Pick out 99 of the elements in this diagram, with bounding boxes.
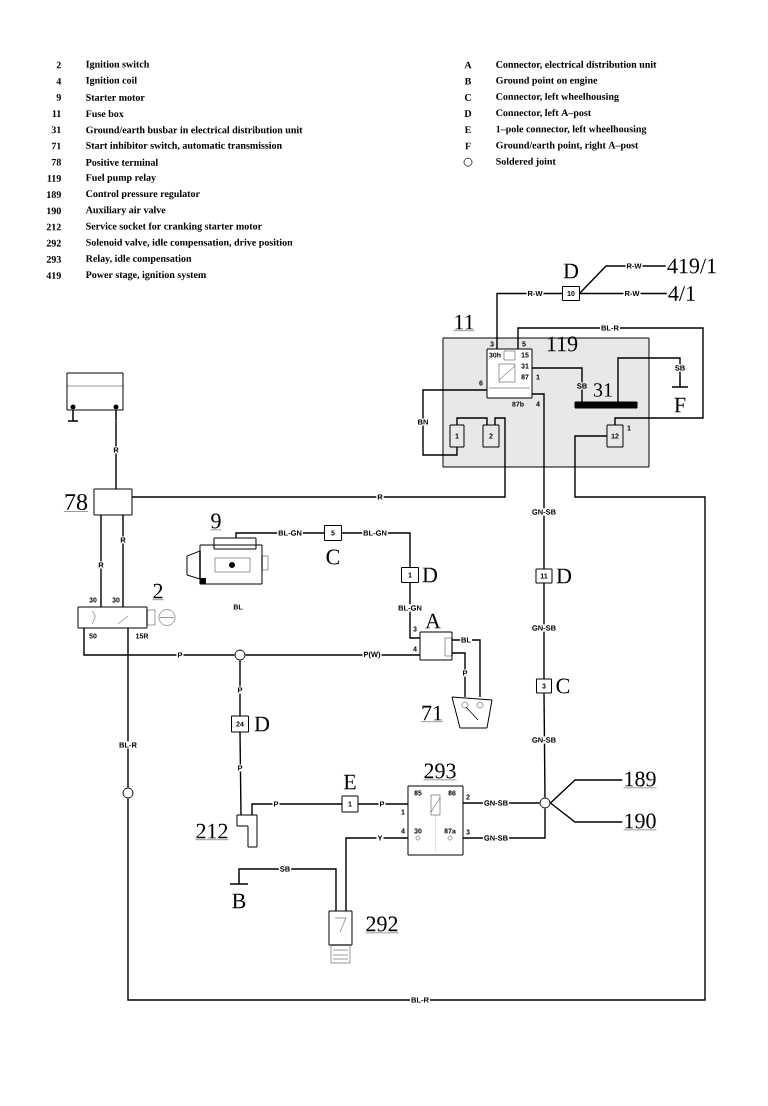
key-text: Control pressure regulator — [86, 190, 200, 200]
key-text: 1–pole connector, left wheelhousing — [496, 125, 647, 135]
component-label: 212 — [195, 823, 229, 840]
soldered-joint — [122, 787, 134, 799]
component-label: B — [232, 893, 246, 909]
key-number: 419 — [46, 272, 61, 279]
wire — [244, 654, 421, 656]
key-text: Ignition switch — [86, 60, 150, 70]
key-text: Ignition coil — [86, 76, 137, 86]
key-text: Solenoid valve, idle compensation, drive position — [86, 238, 293, 248]
wire — [345, 837, 409, 912]
key-text: Relay, idle compensation — [85, 254, 192, 264]
wire — [251, 803, 343, 816]
wire — [238, 868, 337, 912]
component-label: 2 — [152, 583, 164, 600]
key-number: 11 — [52, 110, 61, 117]
wire — [578, 265, 667, 295]
key-letter: C — [464, 94, 471, 101]
component-label: 9 — [210, 513, 222, 530]
key-number: 9 — [56, 94, 61, 101]
component-label: E — [343, 774, 356, 790]
wire — [549, 802, 623, 823]
wire — [578, 292, 668, 295]
component-label: C — [326, 549, 340, 565]
wire — [357, 803, 409, 805]
key-text: Ground/earth point, right A–post — [496, 141, 639, 151]
key-number: 292 — [46, 239, 61, 247]
wire — [127, 435, 706, 1001]
key-number: 4 — [56, 77, 62, 85]
soldered-joint — [234, 649, 246, 661]
key-letter: B — [464, 77, 472, 85]
component-label: D — [422, 567, 438, 583]
wire — [239, 659, 241, 717]
component-label: 71 — [420, 705, 444, 722]
wire — [409, 581, 421, 639]
key-text: Fuse box — [85, 110, 124, 118]
wire — [122, 514, 124, 608]
key-text: Power stage, ignition system — [85, 271, 207, 281]
wire — [617, 357, 681, 403]
component-label: A — [425, 613, 441, 629]
wire — [517, 327, 704, 426]
key-text: Start inhibitor switch, automatic transmission — [86, 141, 282, 151]
key-text: Connector, left A–post — [496, 109, 592, 119]
key-text: Connector, electrical distribution unit — [496, 60, 657, 70]
reference-label: 190 — [623, 813, 657, 831]
key-letter: F — [465, 142, 471, 150]
component-label: 119 — [547, 336, 578, 352]
reference-label: 189 — [623, 771, 657, 789]
battery-drawing — [66, 372, 124, 422]
component-label: 31 — [593, 383, 612, 397]
component-label: C — [556, 678, 570, 694]
wire — [83, 627, 236, 656]
key-number: 119 — [47, 175, 61, 182]
key-number: 2 — [56, 61, 61, 69]
wire — [549, 779, 623, 804]
key-text: Soldered joint — [496, 157, 556, 167]
component-label: D — [556, 568, 572, 584]
key-text: Service socket for cranking starter motor — [86, 222, 262, 232]
component-label: D — [254, 716, 270, 732]
wire — [543, 582, 545, 680]
key-text: Starter motor — [86, 94, 145, 101]
wire — [127, 627, 129, 789]
wire — [131, 417, 506, 498]
key-letter: D — [464, 110, 472, 117]
key-letter: A — [464, 61, 472, 69]
key-number: 212 — [46, 223, 61, 231]
component-label: 78 — [63, 493, 89, 512]
reference-label: 419/1 — [667, 258, 716, 274]
component-label: D — [563, 263, 579, 279]
key-letter: E — [464, 126, 471, 134]
key-number: 190 — [47, 207, 61, 215]
component-label: 292 — [365, 916, 399, 933]
component-label: F — [674, 397, 686, 413]
key-text: Fuel pump relay — [85, 173, 156, 183]
wire — [456, 417, 488, 426]
wire — [239, 731, 242, 816]
wire — [496, 292, 564, 350]
component-label: 11 — [453, 314, 475, 331]
component-label: 293 — [423, 763, 457, 780]
wire — [100, 514, 102, 608]
key-number: 31 — [51, 126, 61, 134]
wire — [451, 639, 481, 698]
wire — [531, 367, 583, 403]
key-number: 71 — [51, 142, 61, 150]
key-text: Ground/earth busbar in electrical distribution unit — [86, 126, 303, 134]
wire — [451, 652, 466, 698]
wire — [531, 393, 545, 570]
key-number: 78 — [51, 158, 61, 166]
wire — [115, 419, 117, 490]
reference-label: 4/1 — [668, 286, 695, 301]
key-text: Connector, left wheelhousing — [496, 92, 619, 103]
wire — [543, 692, 546, 799]
wire — [422, 389, 488, 456]
soldered-joint — [539, 797, 551, 809]
key-text: Positive terminal — [85, 158, 158, 166]
key-number: 189 — [47, 191, 61, 198]
key-text: Auxiliary air valve — [85, 206, 166, 216]
key-text: Ground point on engine — [496, 76, 598, 86]
key-number: 293 — [46, 256, 61, 263]
